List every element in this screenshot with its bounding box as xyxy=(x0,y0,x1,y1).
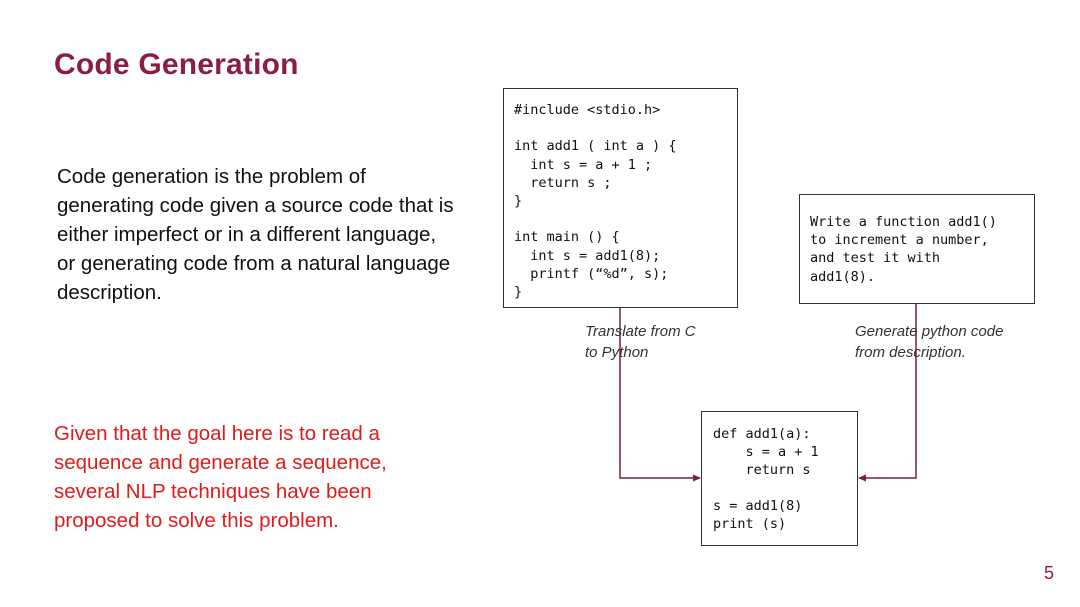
caption-generate: Generate python code from description. xyxy=(855,323,1004,361)
caption-translate: Translate from C to Python xyxy=(585,323,696,361)
description-box: Write a function add1() to increment a n… xyxy=(799,194,1035,304)
python-output-code-box: def add1(a): s = a + 1 return s s = add1… xyxy=(701,411,858,546)
slide-body-text: Code generation is the problem of genera… xyxy=(57,165,454,304)
slide-title: Code Generation xyxy=(54,48,299,81)
arrow-description-to-python xyxy=(858,304,917,482)
arrow-c-to-python xyxy=(619,308,701,482)
slide-page-number: 5 xyxy=(1043,563,1054,583)
slide-note-text: Given that the goal here is to read a se… xyxy=(54,422,387,532)
c-source-code-box: #include <stdio.h> int add1 ( int a ) { … xyxy=(503,88,738,308)
